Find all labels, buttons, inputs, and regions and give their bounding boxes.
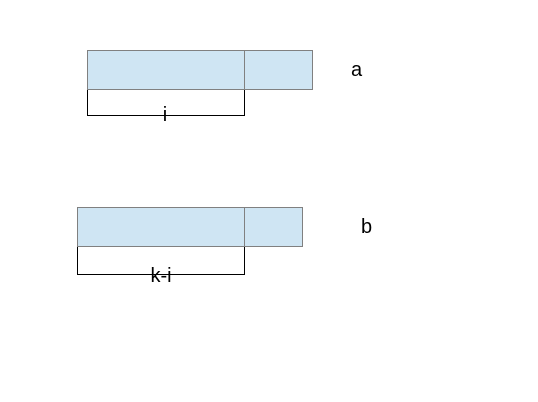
- array-a-span-label: i: [162, 104, 168, 126]
- array-b-label: b: [361, 216, 373, 238]
- array-a-span-bracket: [87, 90, 245, 116]
- array-b-second-segment: [244, 207, 303, 247]
- array-a-label: a: [351, 59, 363, 81]
- array-b-span-label: k-i: [150, 265, 172, 287]
- array-a-first-segment: [87, 50, 245, 90]
- array-b-span-bracket: [77, 247, 245, 275]
- array-b-first-segment: [77, 207, 245, 247]
- array-a-second-segment: [244, 50, 313, 90]
